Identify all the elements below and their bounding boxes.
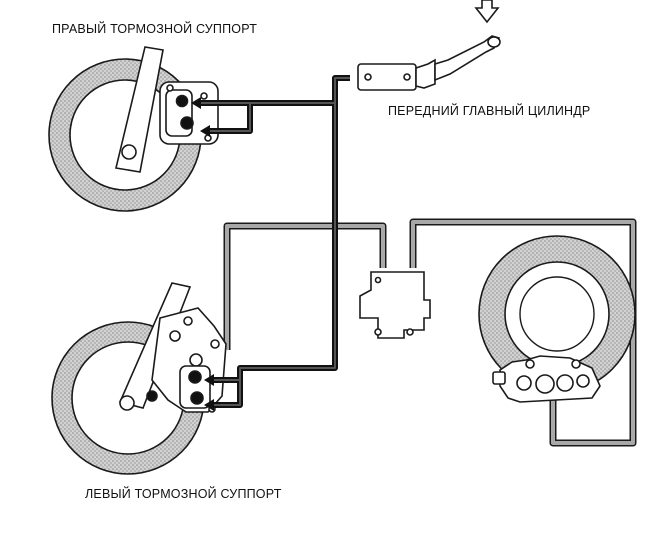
left-caliper-label: ЛЕВЫЙ ТОРМОЗНОЙ СУППОРТ bbox=[85, 487, 282, 501]
right-fork-leg bbox=[115, 46, 164, 173]
master-cylinder-label: ПЕРЕДНИЙ ГЛАВНЫЙ ЦИЛИНДР bbox=[388, 104, 591, 118]
front-master-cylinder bbox=[357, 35, 501, 91]
rear-wheel bbox=[478, 235, 636, 393]
right-caliper-label: ПРАВЫЙ ТОРМОЗНОЙ СУППОРТ bbox=[52, 22, 258, 36]
front-brake-line bbox=[197, 75, 350, 408]
flow-arrowheads bbox=[191, 97, 214, 411]
rear-brake-caliper bbox=[492, 355, 601, 403]
down-arrow-icon bbox=[474, 0, 500, 24]
rear-master-cylinder bbox=[359, 271, 431, 339]
rear-brake-hose bbox=[223, 218, 637, 447]
right-brake-caliper bbox=[159, 81, 219, 145]
